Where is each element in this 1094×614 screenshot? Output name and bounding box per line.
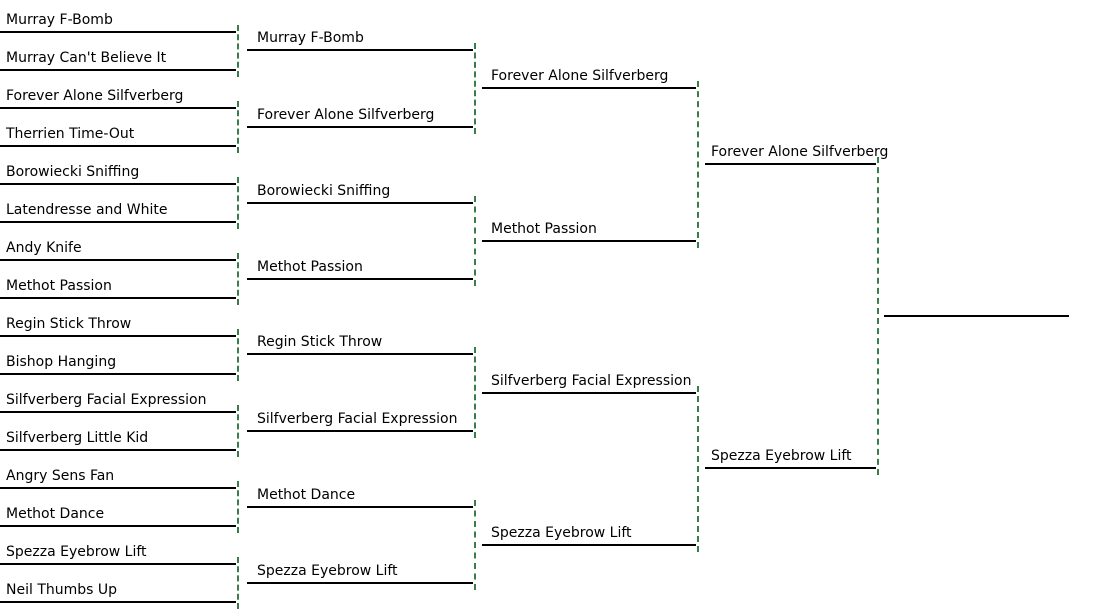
connector-round1-1	[237, 25, 239, 77]
entry-round1-9: Regin Stick Throw	[6, 316, 132, 332]
bracket-line-round2-1	[247, 49, 473, 51]
entry-round1-10: Bishop Hanging	[6, 354, 117, 370]
bracket-line-round3-2	[482, 240, 696, 242]
entry-round3-3: Silfverberg Facial Expression	[491, 373, 692, 389]
bracket-line-round1-16	[0, 601, 236, 603]
connector-round2-2	[474, 196, 476, 286]
entry-round1-15: Spezza Eyebrow Lift	[6, 544, 147, 560]
bracket-line-round1-2	[0, 69, 236, 71]
entry-round1-14: Methot Dance	[6, 506, 105, 522]
bracket-line-round2-4	[247, 278, 473, 280]
bracket-line-round1-1	[0, 31, 236, 33]
bracket-line-round4-1	[705, 163, 876, 165]
connector-round1-7	[237, 481, 239, 533]
bracket-line-round2-5	[247, 353, 473, 355]
connector-round2-1	[474, 43, 476, 134]
entry-round2-6: Silfverberg Facial Expression	[257, 411, 458, 427]
entry-round2-2: Forever Alone Silfverberg	[257, 107, 435, 123]
connector-round1-3	[237, 177, 239, 229]
entry-round1-12: Silfverberg Little Kid	[6, 430, 149, 446]
bracket-line-round3-1	[482, 87, 696, 89]
entry-round2-5: Regin Stick Throw	[257, 334, 383, 350]
entry-round1-16: Neil Thumbs Up	[6, 582, 118, 598]
entry-round3-2: Methot Passion	[491, 221, 597, 237]
bracket-line-round1-10	[0, 373, 236, 375]
bracket-line-round1-12	[0, 449, 236, 451]
bracket-line-round1-15	[0, 563, 236, 565]
entry-round4-2: Spezza Eyebrow Lift	[711, 448, 852, 464]
bracket-line-round1-6	[0, 221, 236, 223]
entry-round2-4: Methot Passion	[257, 259, 363, 275]
entry-round4-1: Forever Alone Silfverberg	[711, 144, 889, 160]
bracket-line-champion	[884, 315, 1069, 317]
connector-round4-1	[877, 157, 879, 475]
bracket-line-round1-14	[0, 525, 236, 527]
bracket-line-round1-5	[0, 183, 236, 185]
bracket-line-round1-8	[0, 297, 236, 299]
connector-round2-4	[474, 500, 476, 590]
connector-round1-4	[237, 253, 239, 305]
bracket-line-round2-8	[247, 582, 473, 584]
connector-round3-2	[697, 386, 699, 552]
entry-round1-11: Silfverberg Facial Expression	[6, 392, 207, 408]
connector-round1-5	[237, 329, 239, 381]
entry-round2-8: Spezza Eyebrow Lift	[257, 563, 398, 579]
entry-round1-1: Murray F-Bomb	[6, 12, 113, 28]
bracket-line-round2-7	[247, 506, 473, 508]
entry-round1-3: Forever Alone Silfverberg	[6, 88, 184, 104]
bracket-line-round1-13	[0, 487, 236, 489]
bracket-line-round1-11	[0, 411, 236, 413]
bracket-line-round1-7	[0, 259, 236, 261]
entry-round3-1: Forever Alone Silfverberg	[491, 68, 669, 84]
entry-round1-5: Borowiecki Sniffing	[6, 164, 140, 180]
bracket-line-round2-6	[247, 430, 473, 432]
entry-round3-4: Spezza Eyebrow Lift	[491, 525, 632, 541]
bracket-line-round3-3	[482, 392, 696, 394]
connector-round1-2	[237, 101, 239, 153]
bracket-line-round1-9	[0, 335, 236, 337]
bracket-line-round1-4	[0, 145, 236, 147]
bracket-line-round2-2	[247, 126, 473, 128]
connector-round3-1	[697, 81, 699, 248]
bracket-line-round1-3	[0, 107, 236, 109]
entry-round1-8: Methot Passion	[6, 278, 112, 294]
connector-round2-3	[474, 347, 476, 438]
entry-round1-7: Andy Knife	[6, 240, 82, 256]
bracket-line-round4-2	[705, 467, 876, 469]
entry-round1-2: Murray Can't Believe It	[6, 50, 167, 66]
entry-round1-13: Angry Sens Fan	[6, 468, 115, 484]
bracket-line-round2-3	[247, 202, 473, 204]
entry-round1-4: Therrien Time-Out	[6, 126, 135, 142]
entry-round2-3: Borowiecki Sniffing	[257, 183, 391, 199]
entry-round1-6: Latendresse and White	[6, 202, 168, 218]
connector-round1-8	[237, 557, 239, 609]
bracket-line-round3-4	[482, 544, 696, 546]
entry-round2-7: Methot Dance	[257, 487, 356, 503]
connector-round1-6	[237, 405, 239, 457]
entry-round2-1: Murray F-Bomb	[257, 30, 364, 46]
